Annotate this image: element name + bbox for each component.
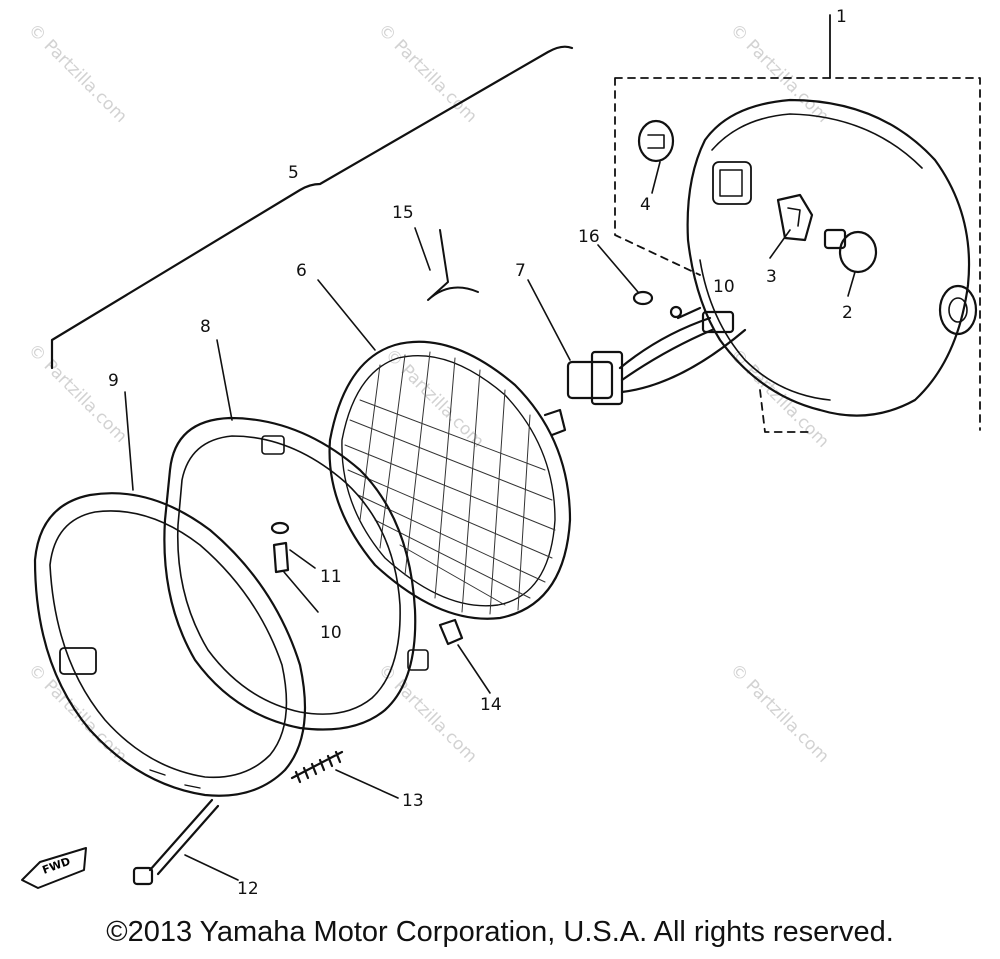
adjusting-screw [132, 798, 220, 886]
callout-3: 3 [766, 267, 777, 287]
spring [290, 750, 344, 784]
fwd-label: FWD [41, 855, 72, 877]
callout-1: 1 [836, 7, 847, 27]
callout-10-harness: 10 [713, 277, 735, 297]
screw [632, 290, 654, 306]
headlight-housing [686, 98, 978, 417]
callout-11: 11 [320, 567, 342, 587]
grommet [637, 119, 675, 163]
housing-assembly-outline [614, 77, 981, 433]
callout-10: 10 [320, 623, 342, 643]
callout-13: 13 [402, 791, 424, 811]
callout-2: 2 [842, 303, 853, 323]
callout-8: 8 [200, 317, 211, 337]
clip [427, 229, 479, 301]
fwd-arrow-icon [21, 847, 87, 889]
mounting-ring [163, 416, 429, 731]
mounting-screw [272, 541, 290, 574]
socket [776, 193, 814, 242]
headlight-rim [33, 492, 307, 797]
callout-4: 4 [640, 195, 651, 215]
copyright-notice: ©2013 Yamaha Motor Corporation, U.S.A. A… [106, 916, 894, 948]
callout-9: 9 [108, 371, 119, 391]
headlight-exploded-diagram: FWD 1 2 3 4 5 6 7 8 9 10 11 12 13 14 15 … [21, 7, 981, 899]
bulb-cap [823, 228, 878, 274]
callout-14: 14 [480, 695, 502, 715]
assembly-bracket [50, 45, 574, 370]
callout-16: 16 [578, 227, 600, 247]
callout-5: 5 [288, 163, 299, 183]
sealed-beam-unit [328, 340, 572, 620]
wiring-harness [566, 305, 747, 406]
washer [270, 521, 290, 535]
callout-6: 6 [296, 261, 307, 281]
callout-7: 7 [515, 261, 526, 281]
callout-12: 12 [237, 879, 259, 899]
callout-15: 15 [392, 203, 414, 223]
nut [438, 618, 464, 646]
